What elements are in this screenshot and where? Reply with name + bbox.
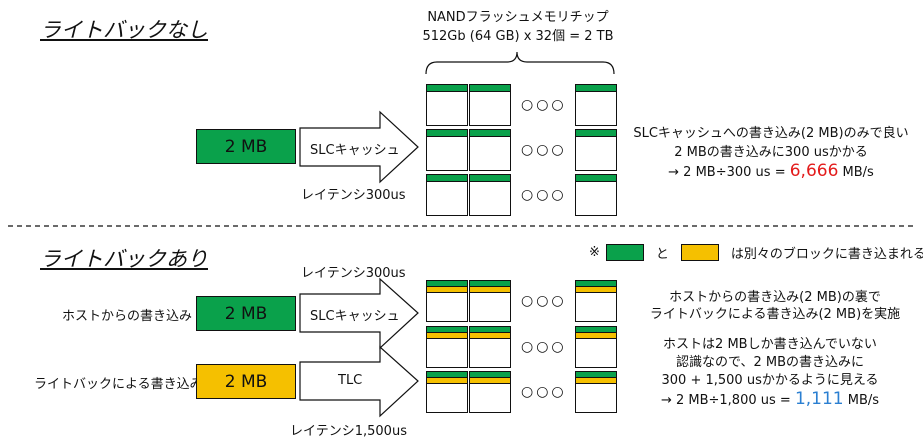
data-box-2mb-writeback: 2 MB bbox=[196, 364, 296, 399]
bottom-desc-b-line1: ホストは2 MBしか書き込んでいない bbox=[663, 337, 877, 352]
section-heading-no-writeback: ライトバックなし bbox=[40, 18, 208, 42]
top-desc-line3: → 2 MB÷300 us = 6,666 MB/s bbox=[626, 162, 916, 182]
nand-chip bbox=[426, 174, 468, 216]
slc-arrow-top bbox=[299, 110, 419, 184]
bottom-desc-b-line2: 認識なので、2 MBの書き込みに bbox=[675, 355, 865, 370]
nand-chip bbox=[469, 326, 511, 368]
legend-yellow-swatch bbox=[680, 244, 719, 261]
ellipsis-dots: ○○○ bbox=[521, 142, 567, 158]
bottom-desc-b-line4: → 2 MB÷1,800 us = 1,111 MB/s bbox=[630, 390, 910, 410]
legend-text: は別々のブロックに書き込まれる bbox=[730, 247, 923, 262]
nand-chip bbox=[426, 371, 468, 413]
nand-chip bbox=[426, 280, 468, 322]
tlc-arrow bbox=[299, 345, 419, 418]
tlc-label: TLC bbox=[338, 373, 363, 388]
bottom-desc-b-line3: 300 + 1,500 usかかるように見える bbox=[661, 373, 879, 388]
nand-chip bbox=[426, 84, 468, 126]
latency-tlc: レイテンシ1,500us bbox=[290, 424, 407, 439]
legend-green-swatch bbox=[605, 244, 644, 261]
top-description: SLCキャッシュへの書き込み(2 MB)のみで良い 2 MBの書き込みに300 … bbox=[626, 124, 916, 182]
data-box-2mb-host: 2 MB bbox=[196, 296, 296, 331]
legend-and: と bbox=[655, 247, 669, 262]
nand-chip bbox=[575, 371, 617, 413]
bottom-desc-unit: MB/s bbox=[843, 393, 880, 408]
nand-chip bbox=[575, 326, 617, 368]
data-box-2mb-top: 2 MB bbox=[196, 129, 296, 164]
ellipsis-dots: ○○○ bbox=[521, 293, 567, 309]
nand-chip bbox=[469, 371, 511, 413]
top-desc-unit: MB/s bbox=[838, 165, 874, 180]
bottom-desc-a-line1: ホストからの書き込み(2 MB)の裏で bbox=[669, 290, 881, 305]
nand-chip bbox=[426, 326, 468, 368]
nand-title-line2: 512Gb (64 GB) x 32個 = 2 TB bbox=[422, 29, 614, 44]
slc-arrow-bottom bbox=[299, 277, 419, 350]
nand-chip bbox=[575, 84, 617, 126]
slc-cache-label-top: SLCキャッシュ bbox=[310, 143, 400, 158]
ellipsis-dots: ○○○ bbox=[521, 97, 567, 113]
host-write-label: ホストからの書き込み bbox=[62, 309, 193, 324]
slc-cache-label-bottom: SLCキャッシュ bbox=[310, 309, 400, 324]
nand-brace bbox=[425, 51, 615, 75]
nand-chip bbox=[426, 129, 468, 171]
bottom-throughput-value: 1,111 bbox=[794, 389, 844, 409]
bottom-desc-calc: → 2 MB÷1,800 us = bbox=[660, 393, 795, 408]
ellipsis-dots: ○○○ bbox=[521, 339, 567, 355]
ellipsis-dots: ○○○ bbox=[521, 187, 567, 203]
legend: ※ と は別々のブロックに書き込まれる bbox=[589, 243, 923, 262]
nand-chip bbox=[469, 174, 511, 216]
section-heading-writeback: ライトバックあり bbox=[40, 247, 208, 271]
nand-chip bbox=[469, 280, 511, 322]
nand-chip bbox=[469, 129, 511, 171]
nand-title: NANDフラッシュメモリチップ 512Gb (64 GB) x 32個 = 2 … bbox=[400, 6, 636, 44]
nand-chip bbox=[575, 129, 617, 171]
bottom-description-b: ホストは2 MBしか書き込んでいない 認識なので、2 MBの書き込みに 300 … bbox=[630, 336, 910, 410]
writeback-label: ライトバックによる書き込み bbox=[34, 377, 203, 392]
latency-slc: レイテンシ300us bbox=[301, 266, 406, 281]
top-desc-line2: 2 MBの書き込みに300 usかかる bbox=[674, 145, 868, 160]
top-throughput-value: 6,666 bbox=[789, 161, 839, 181]
nand-chip bbox=[575, 174, 617, 216]
bottom-desc-a-line2: ライトバックによる書き込み(2 MB)を実施 bbox=[649, 307, 901, 322]
nand-title-line1: NANDフラッシュメモリチップ bbox=[427, 10, 609, 25]
bottom-description-a: ホストからの書き込み(2 MB)の裏で ライトバックによる書き込み(2 MB)を… bbox=[640, 289, 910, 323]
legend-note-mark: ※ bbox=[589, 245, 600, 260]
nand-chip bbox=[575, 280, 617, 322]
top-desc-calc: → 2 MB÷300 us = bbox=[668, 165, 790, 180]
ellipsis-dots: ○○○ bbox=[521, 384, 567, 400]
latency-top: レイテンシ300us bbox=[301, 188, 406, 203]
top-desc-line1: SLCキャッシュへの書き込み(2 MB)のみで良い bbox=[633, 126, 909, 141]
nand-chip bbox=[469, 84, 511, 126]
